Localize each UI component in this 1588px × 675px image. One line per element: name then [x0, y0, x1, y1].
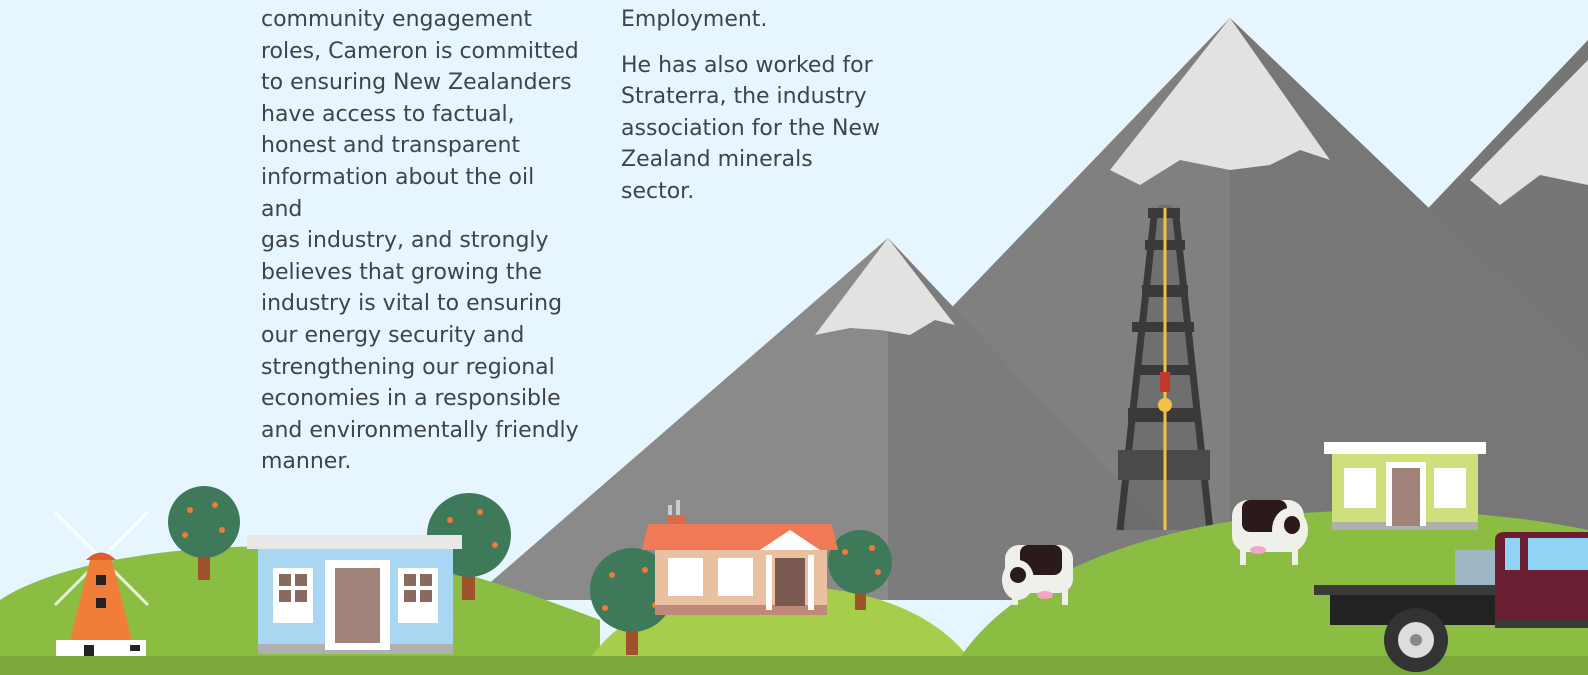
text-line: manner. — [261, 449, 352, 475]
text-line: Employment. — [621, 7, 768, 32]
text-line: information about the oil and — [261, 164, 535, 222]
text-line: to ensuring New Zealanders — [261, 70, 572, 96]
tree — [590, 548, 674, 655]
cow — [1002, 545, 1073, 605]
bio-text-left: community engagement roles, Cameron is c… — [261, 4, 581, 478]
bio-paragraph: Employment. — [621, 4, 891, 36]
bio-text-right: Employment. He has also worked for Strat… — [621, 4, 891, 208]
text-line: our energy security and — [261, 322, 525, 348]
yellow-house — [1324, 442, 1486, 530]
text-line: industry is vital to ensuring — [261, 291, 563, 317]
text-line: He has also worked for — [621, 52, 873, 78]
windmill — [53, 510, 150, 656]
cow — [1232, 500, 1308, 565]
blue-house — [247, 535, 462, 654]
bio-paragraph: community engagement roles, Cameron is c… — [261, 4, 581, 478]
mountain-left — [470, 238, 1230, 600]
text-line: economies in a responsible — [261, 386, 561, 412]
text-line: association for the New — [621, 115, 881, 141]
oil-derrick — [1116, 205, 1214, 531]
text-line: Straterra, the industry — [621, 84, 867, 110]
ground-strip — [0, 656, 1588, 675]
text-line: believes that growing the — [261, 259, 543, 285]
text-line: gas industry, and strongly — [261, 228, 549, 254]
text-line: have access to factual, — [261, 101, 515, 127]
bio-paragraph: He has also worked for Straterra, the in… — [621, 50, 891, 208]
tree — [828, 530, 892, 610]
text-line: and environmentally friendly — [261, 417, 579, 443]
red-roof-house — [642, 500, 838, 615]
text-line: community engagement — [261, 7, 533, 32]
text-line: Zealand minerals sector. — [621, 147, 813, 204]
text-line: roles, Cameron is committed — [261, 38, 579, 64]
text-line: honest and transparent — [261, 133, 521, 159]
truck — [1314, 532, 1588, 672]
tree — [168, 486, 240, 580]
text-line: strengthening our regional — [261, 354, 555, 380]
